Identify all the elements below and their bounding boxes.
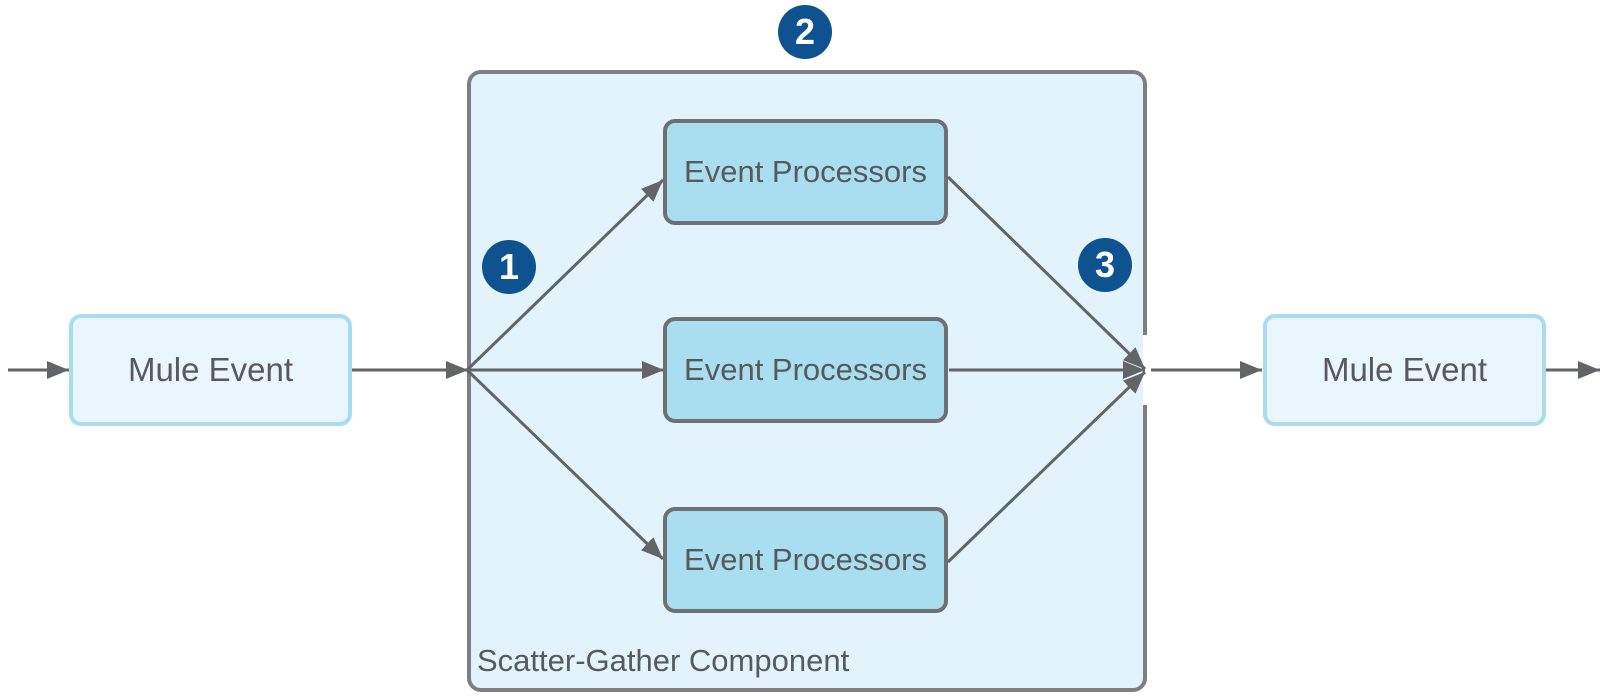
step-badge-1-number: 1 (498, 246, 520, 287)
mule-event-in-label: Mule Event (127, 351, 294, 388)
arrow-scatter-to-bottom (465, 368, 665, 561)
mule-event-out-label: Mule Event (1321, 351, 1488, 388)
scatter-gather-label: Scatter-Gather Component (477, 643, 850, 678)
mule-event-out-box: Mule Event (1263, 314, 1546, 426)
gather-slot (1143, 335, 1151, 405)
arrow-top-to-gather (946, 175, 1147, 371)
step-badge-1: 1 (482, 240, 536, 294)
arrow-bottom-to-gather (946, 370, 1147, 564)
step-badge-3-number: 3 (1094, 244, 1116, 285)
mule-event-in-box: Mule Event (69, 314, 352, 426)
event-processors-top-box: Event Processors (663, 119, 948, 225)
event-processors-bottom-label: Event Processors (684, 542, 927, 577)
step-badge-2-number: 2 (794, 11, 816, 52)
event-processors-bottom-box: Event Processors (663, 507, 948, 613)
event-processors-middle-box: Event Processors (663, 317, 948, 423)
event-processors-middle-label: Event Processors (684, 352, 927, 387)
event-processors-top-label: Event Processors (684, 154, 927, 189)
arrow-scatter-to-top (465, 178, 665, 372)
step-badge-2: 2 (778, 5, 832, 59)
step-badge-3: 3 (1078, 238, 1132, 292)
